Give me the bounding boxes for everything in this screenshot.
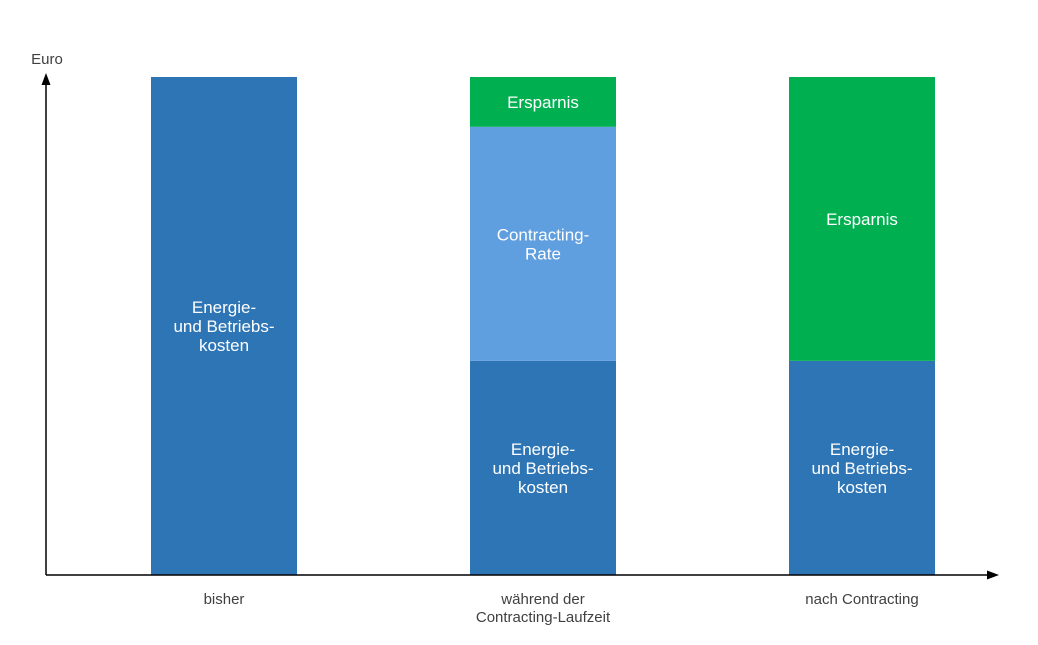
bar-segment-label-line: und Betriebs-: [811, 459, 912, 478]
bar-segment: [470, 77, 616, 127]
x-tick-label-line: nach Contracting: [805, 591, 918, 608]
x-tick-label: bisher: [204, 591, 245, 608]
y-axis-label: Euro: [31, 51, 63, 68]
bar-segment-label-line: kosten: [199, 336, 249, 355]
bar-segment-label: Energie-und Betriebs-kosten: [173, 298, 274, 355]
bar-segment-label-line: kosten: [518, 478, 568, 497]
bar-segment: [470, 360, 616, 575]
x-axis-arrow-icon: [987, 570, 999, 580]
x-tick-label-line: bisher: [204, 591, 245, 608]
bar-segment-label-line: Energie-: [511, 440, 575, 459]
bar-segment-label: Ersparnis: [507, 93, 579, 112]
bar-segment: [789, 360, 935, 575]
axes-layer: Euro: [31, 51, 999, 580]
x-tick-label-line: Contracting-Laufzeit: [476, 609, 611, 626]
bar-segment-label-line: Rate: [525, 244, 561, 263]
y-axis-arrow-icon: [41, 73, 51, 85]
bar-segment: [151, 77, 297, 575]
bar-segment-label: Energie-und Betriebs-kosten: [492, 440, 593, 497]
bar-segment: [470, 126, 616, 361]
bar-segment-label: Contracting-Rate: [497, 225, 590, 263]
x-tick-label-line: während der: [500, 591, 584, 608]
bar-segment-label-line: Energie-: [192, 298, 256, 317]
bar-segment-label-line: Ersparnis: [507, 93, 579, 112]
bar-segment-label: Ersparnis: [826, 210, 898, 229]
bar-segment-label: Energie-und Betriebs-kosten: [811, 440, 912, 497]
bar-segment-label-line: Energie-: [830, 440, 894, 459]
bar-segment-label-line: Ersparnis: [826, 210, 898, 229]
bar-segment-label-line: und Betriebs-: [173, 317, 274, 336]
bar-segment: [789, 77, 935, 361]
bar-segment-label-line: kosten: [837, 478, 887, 497]
x-tick-label: nach Contracting: [805, 591, 918, 608]
bar-segment-label-line: Contracting-: [497, 225, 590, 244]
bar-segment-label-line: und Betriebs-: [492, 459, 593, 478]
